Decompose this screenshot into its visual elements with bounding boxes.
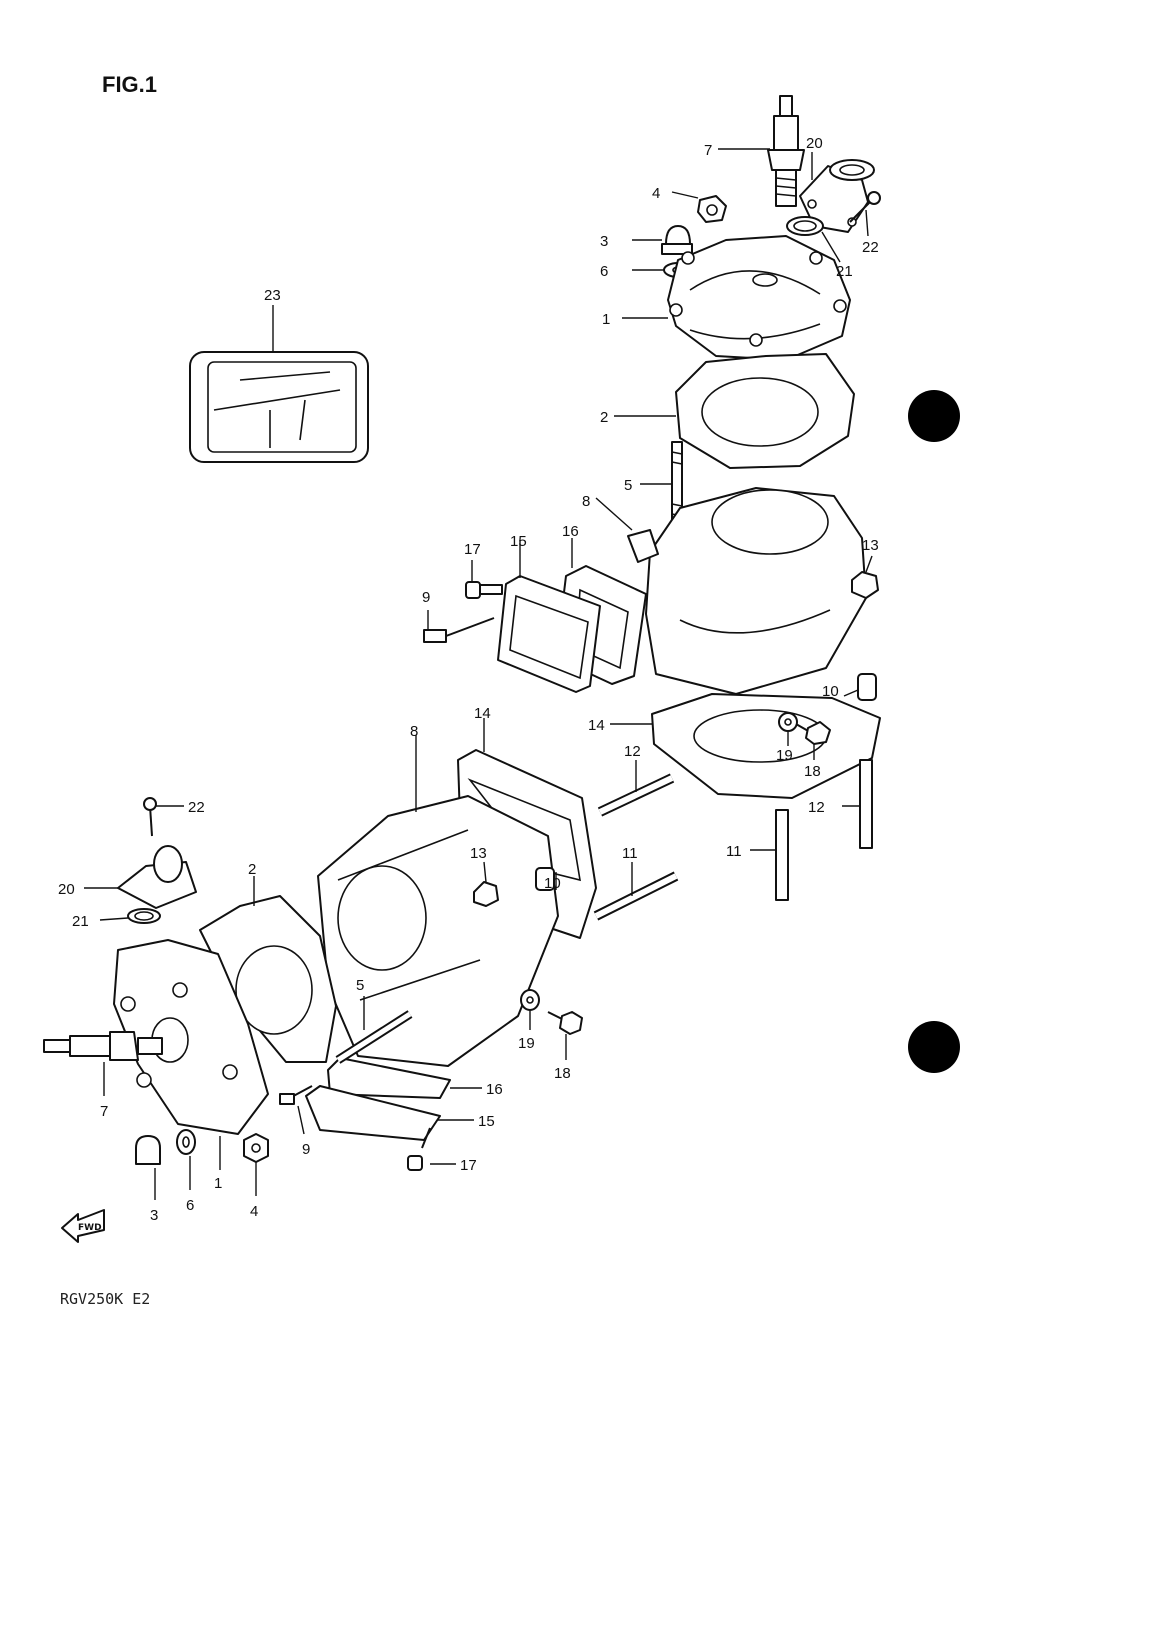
part-3-cap-nut-upper bbox=[632, 225, 693, 255]
figure-title: FIG.1 bbox=[102, 72, 157, 97]
callout-9-lower: 9 bbox=[302, 1141, 310, 1158]
part-23-gasket-set bbox=[189, 305, 369, 463]
part-15-cover-upper bbox=[497, 540, 601, 693]
callout-5-upper: 5 bbox=[624, 477, 632, 494]
part-7-spark-plug-lower bbox=[43, 1031, 163, 1096]
part-11-stud-a bbox=[750, 809, 789, 901]
part-4-nut-upper bbox=[671, 191, 727, 223]
part-13-nut-lower bbox=[473, 861, 499, 907]
callout-13-lower: 13 bbox=[470, 845, 487, 862]
callout-1-upper: 1 bbox=[602, 311, 610, 328]
callout-2-upper: 2 bbox=[600, 409, 608, 426]
part-13-nut-upper bbox=[851, 555, 879, 599]
part-6-washer-lower bbox=[176, 1129, 196, 1190]
part-2-head-gasket-upper bbox=[614, 353, 855, 469]
callout-15-upper: 15 bbox=[510, 533, 527, 550]
callout-7-upper: 7 bbox=[704, 142, 712, 159]
part-7-spark-plug-upper bbox=[718, 95, 805, 207]
callout-18-upper: 18 bbox=[804, 763, 821, 780]
callout-11-b: 11 bbox=[622, 845, 638, 862]
callout-23: 23 bbox=[264, 287, 281, 304]
model-label: RGV250K E2 bbox=[60, 1290, 150, 1308]
callout-14-upper: 14 bbox=[588, 717, 605, 734]
part-12-stud-b bbox=[842, 759, 873, 849]
callout-3-upper: 3 bbox=[600, 233, 608, 250]
part-18-bolt-upper bbox=[795, 721, 831, 760]
part-1-cylinder-head-upper bbox=[622, 235, 851, 361]
callout-22-upper: 22 bbox=[862, 239, 879, 256]
callout-10-lower: 10 bbox=[544, 875, 561, 892]
callout-8-upper: 8 bbox=[582, 493, 590, 510]
part-4-nut-lower bbox=[243, 1133, 269, 1196]
part-8-cylinder-upper bbox=[595, 487, 867, 695]
callout-19-upper: 19 bbox=[776, 747, 793, 764]
callout-20-lower: 20 bbox=[58, 881, 75, 898]
part-22-bolt-upper bbox=[849, 191, 881, 237]
part-11-stud-b bbox=[593, 862, 679, 921]
callout-18-lower: 18 bbox=[554, 1065, 571, 1082]
part-9-nipple-lower bbox=[279, 1085, 313, 1135]
callout-14-lower: 14 bbox=[474, 705, 491, 722]
part-18-bolt-lower bbox=[547, 1011, 583, 1060]
part-21-o-ring-upper bbox=[786, 216, 841, 263]
callout-7-lower: 7 bbox=[100, 1103, 108, 1120]
part-21-o-ring-lower bbox=[99, 908, 161, 924]
part-10-dowel-upper bbox=[843, 673, 877, 701]
part-20-water-outlet-upper bbox=[799, 152, 875, 233]
callout-12-b: 12 bbox=[808, 799, 825, 816]
callout-22-lower: 22 bbox=[188, 799, 205, 816]
callout-2-lower: 2 bbox=[248, 861, 256, 878]
part-20-water-outlet-lower bbox=[84, 845, 197, 909]
callout-17-upper: 17 bbox=[464, 541, 481, 558]
part-9-nipple-upper bbox=[423, 610, 495, 643]
callout-6-upper: 6 bbox=[600, 263, 608, 280]
part-12-stud-a bbox=[597, 760, 675, 817]
callout-16-lower: 16 bbox=[486, 1081, 503, 1098]
binder-hole-lower bbox=[908, 1021, 960, 1073]
callout-19-lower: 19 bbox=[518, 1035, 535, 1052]
callout-21-lower: 21 bbox=[72, 913, 89, 930]
callout-6-lower: 6 bbox=[186, 1197, 194, 1214]
part-2-head-gasket-lower bbox=[199, 876, 337, 1063]
part-22-bolt-lower bbox=[143, 797, 184, 837]
part-10-dowel-lower bbox=[535, 867, 557, 891]
callout-16-upper: 16 bbox=[562, 523, 579, 540]
part-1-cylinder-head-lower bbox=[113, 939, 269, 1170]
fwd-arrow-icon: FWD bbox=[61, 1209, 105, 1243]
callout-21-upper: 21 bbox=[836, 263, 853, 280]
part-8-cylinder-lower bbox=[317, 735, 559, 1067]
callout-8-lower: 8 bbox=[410, 723, 418, 740]
callout-12-a: 12 bbox=[624, 743, 641, 760]
part-5-stud-lower bbox=[335, 996, 413, 1064]
part-19-washer-upper bbox=[778, 712, 798, 746]
callout-20-upper: 20 bbox=[806, 135, 823, 152]
callout-10-upper: 10 bbox=[822, 683, 839, 700]
fwd-arrow-label: FWD bbox=[78, 1223, 102, 1233]
callout-1-lower: 1 bbox=[214, 1175, 222, 1192]
callout-4-upper: 4 bbox=[652, 185, 660, 202]
callout-9-upper: 9 bbox=[422, 589, 430, 606]
callout-11-a: 11 bbox=[726, 843, 742, 860]
part-14-base-gasket-upper bbox=[610, 693, 881, 799]
callout-13-upper: 13 bbox=[862, 537, 879, 554]
part-17-bolt-lower bbox=[407, 1127, 456, 1171]
part-15-cover-lower bbox=[305, 1085, 474, 1141]
part-16-reed-valve-lower bbox=[327, 1057, 482, 1099]
callout-17-lower: 17 bbox=[460, 1157, 477, 1174]
callout-15-lower: 15 bbox=[478, 1113, 495, 1130]
part-19-washer-lower bbox=[520, 989, 540, 1030]
callout-3-lower: 3 bbox=[150, 1207, 158, 1224]
callout-4-lower: 4 bbox=[250, 1203, 258, 1220]
binder-hole-upper bbox=[908, 390, 960, 442]
part-17-bolt-upper bbox=[465, 560, 503, 599]
part-3-cap-nut-lower bbox=[135, 1135, 161, 1200]
callout-5-lower: 5 bbox=[356, 977, 364, 994]
